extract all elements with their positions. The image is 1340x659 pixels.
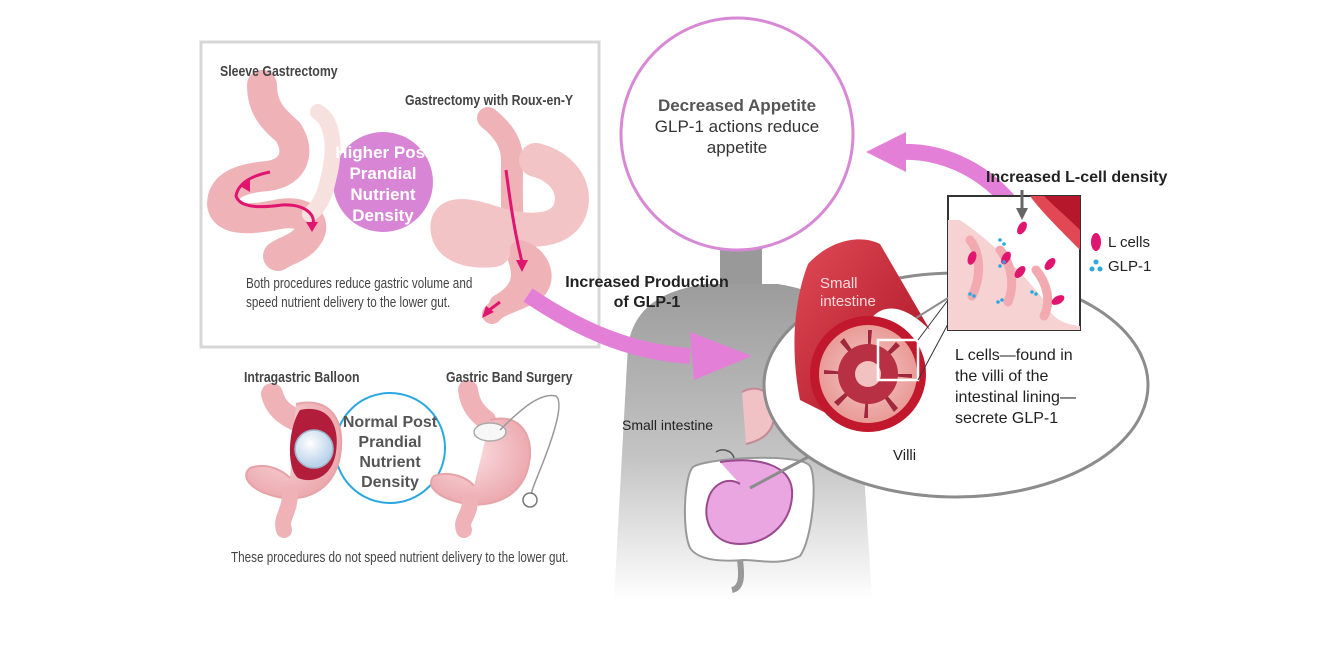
production-arrow [523, 288, 752, 380]
torso-small-intestine-label: Small intestine [622, 417, 714, 433]
cross-section-label: Small intestine [820, 275, 876, 310]
appetite-bubble [619, 16, 855, 252]
sleeve-stomach-illustration [206, 70, 341, 271]
lcell-description: L cells—found in the villi of the intest… [955, 347, 1076, 427]
gastric-band-label: Gastric Band Surgery [446, 369, 573, 386]
appetite-title: Decreased Appetite [657, 96, 817, 115]
villi-zoom-box [947, 190, 1081, 331]
appetite-line1: GLP-1 actions reduce [654, 117, 820, 136]
lcell-legend-icon [1091, 233, 1101, 251]
sleeve-gastrectomy-label: Sleeve Gastrectomy [220, 63, 338, 80]
gastric-band-illustration [430, 380, 560, 538]
intragastric-balloon-label: Intragastric Balloon [244, 369, 360, 386]
normal-density-text: Normal Post Prandial Nutrient Density [342, 414, 438, 491]
legend-icons [1089, 233, 1103, 272]
increased-production-label: Increased Production of GLP-1 [565, 274, 729, 311]
higher-density-bubble [333, 132, 433, 232]
lcell-density-label: Increased L-cell density [986, 169, 1168, 186]
torso-intestine [683, 387, 815, 593]
appetite-arrow [866, 132, 1015, 206]
glp1-legend-icon [1089, 259, 1103, 272]
villi-label: Villi [893, 447, 917, 464]
appetite-text: Decreased Appetite GLP-1 actions reduce … [637, 95, 837, 158]
zoom-pointer [915, 297, 949, 319]
roux-stomach-illustration [430, 107, 589, 324]
roux-en-y-label: Gastrectomy with Roux-en-Y [405, 92, 574, 109]
appetite-line2: appetite [706, 138, 768, 157]
balloon-stomach-illustration [245, 383, 343, 538]
glp1-legend-label: GLP-1 [1108, 258, 1152, 275]
surgery-box-note: Both procedures reduce gastric volume an… [246, 275, 473, 311]
lcells-legend-label: L cells [1108, 234, 1150, 251]
higher-density-text: Higher Post Prandial Nutrient Density [335, 143, 431, 225]
lower-procedures-note: These procedures do not speed nutrient d… [231, 549, 569, 566]
intestine-cross-section [794, 239, 949, 432]
